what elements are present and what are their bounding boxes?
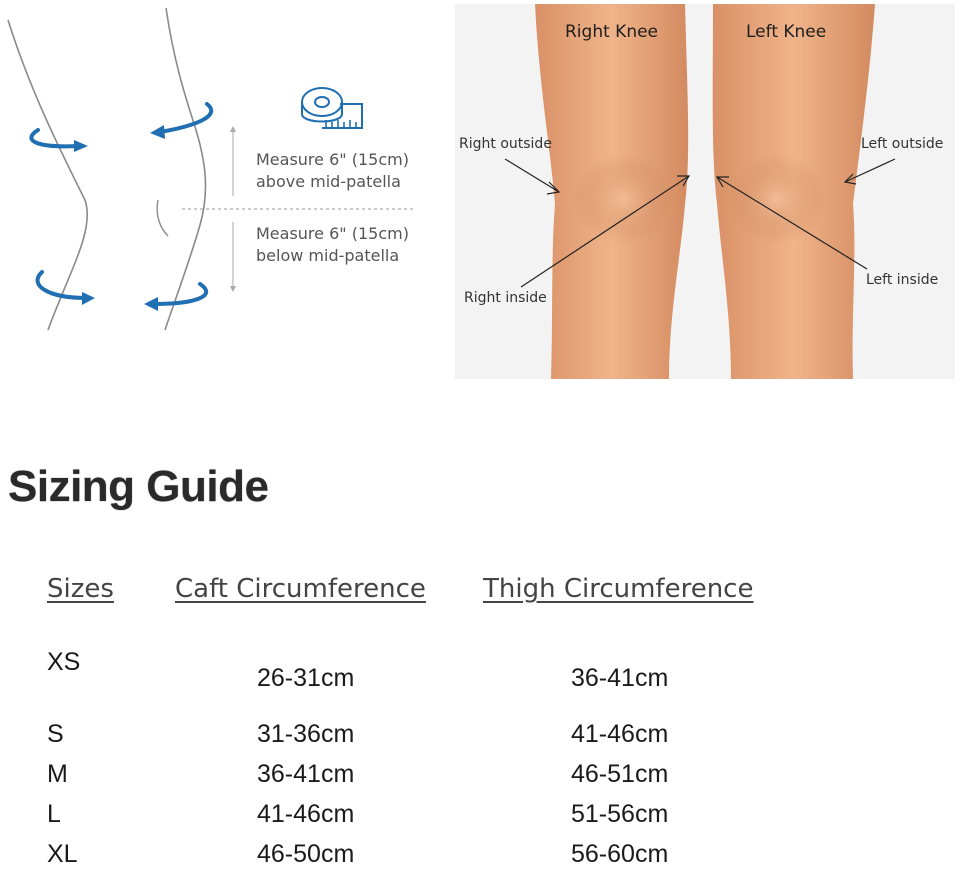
size-cell: L	[47, 800, 61, 828]
calf-column-header: Caft Circumference	[175, 574, 426, 604]
thigh-cell: 51-56cm	[571, 800, 669, 828]
thigh-cell: 41-46cm	[571, 720, 669, 748]
sizes-column-header: Sizes	[47, 574, 114, 604]
below-patella-instruction: Measure 6" (15cm) below mid-patella	[256, 223, 409, 267]
sizing-guide-title: Sizing Guide	[8, 462, 269, 511]
above-patella-instruction: Measure 6" (15cm) above mid-patella	[256, 149, 409, 193]
knees-photo: Right Knee Left Knee Right outside Right…	[455, 4, 955, 379]
size-cell: S	[47, 720, 64, 748]
knee-measurement-diagram: Measure 6" (15cm) above mid-patella Meas…	[0, 0, 428, 347]
right-knee-title: Right Knee	[565, 22, 659, 42]
calf-cell: 26-31cm	[257, 664, 355, 692]
left-inside-label: Left inside	[866, 272, 939, 288]
above-instruction-line1: Measure 6" (15cm)	[256, 150, 409, 169]
above-instruction-line2: above mid-patella	[256, 172, 401, 191]
thigh-cell: 56-60cm	[571, 840, 669, 868]
calf-cell: 36-41cm	[257, 760, 355, 788]
below-instruction-line1: Measure 6" (15cm)	[256, 224, 409, 243]
calf-cell: 41-46cm	[257, 800, 355, 828]
thigh-cell: 36-41cm	[571, 664, 669, 692]
calf-cell: 31-36cm	[257, 720, 355, 748]
left-outside-label: Left outside	[861, 136, 944, 152]
left-knee-title: Left Knee	[746, 22, 827, 42]
right-outside-label: Right outside	[459, 136, 552, 152]
below-instruction-line2: below mid-patella	[256, 246, 400, 265]
size-cell: M	[47, 760, 68, 788]
calf-cell: 46-50cm	[257, 840, 355, 868]
thigh-column-header: Thigh Circumference	[483, 574, 754, 604]
size-cell: XL	[47, 840, 78, 868]
knees-illustration	[455, 4, 955, 379]
right-inside-label: Right inside	[464, 290, 547, 306]
leg-outline-drawing	[7, 7, 415, 331]
thigh-cell: 46-51cm	[571, 760, 669, 788]
size-cell: XS	[47, 648, 81, 676]
